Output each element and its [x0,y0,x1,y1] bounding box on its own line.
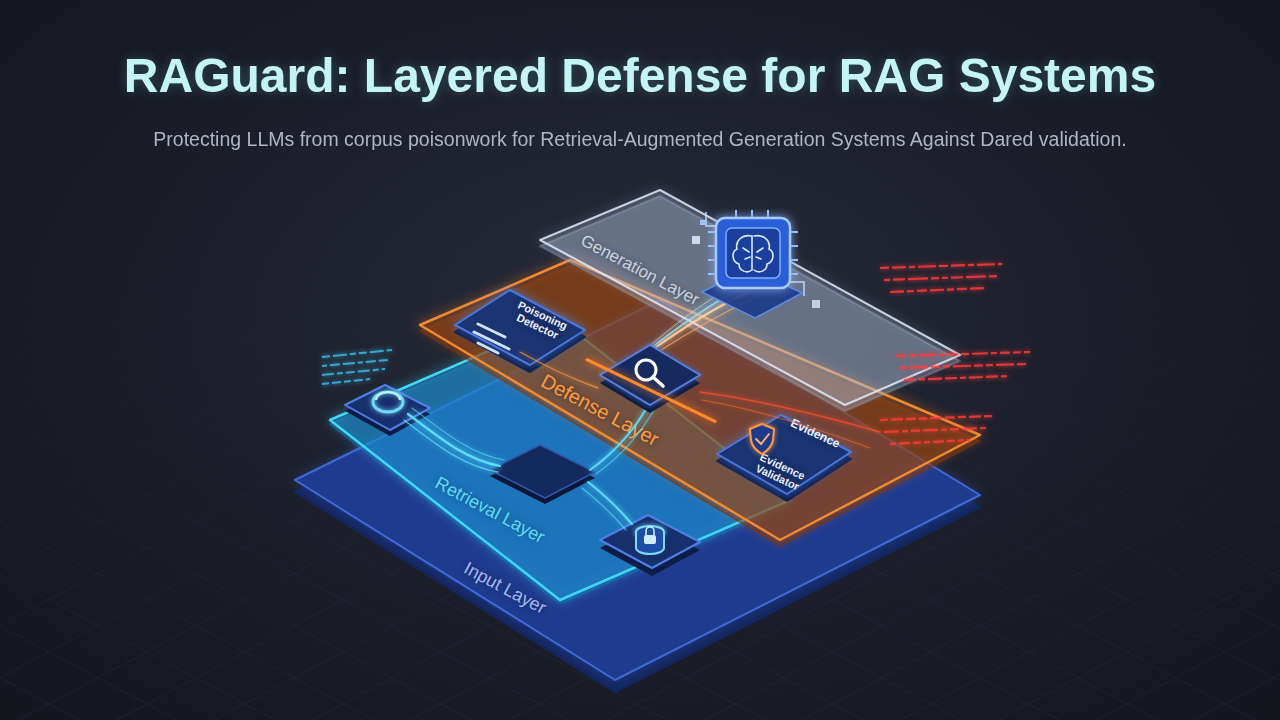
diagram-title: RAGuard: Layered Defense for RAG Systems [0,48,1280,103]
validator-card: EvidenceEvidence Validator [715,412,853,497]
attack-marks [890,288,985,292]
magnifier-card [653,377,663,386]
attack-marks [884,276,998,280]
diagram-caption: Protecting LLMs from corpus poisonwork f… [40,128,1240,151]
grid-lines [0,200,1280,720]
model-chip [812,300,820,308]
model-chip [733,236,773,272]
data-marks [322,360,388,366]
secure-database-card [644,535,656,544]
data-marks [322,369,385,375]
shield-icon [756,434,769,444]
model-chip [733,236,752,272]
grid-lines [0,200,1280,720]
model-chip [700,220,705,225]
model-chip [743,248,763,259]
database-card [376,392,400,400]
model-chip [706,212,804,296]
layer-surface [295,300,980,680]
detector-card: Poisoning Detector [455,288,587,368]
secure-database-card [646,527,654,535]
model-chip [692,236,700,244]
attack-marks [880,264,1002,268]
data-marks [322,350,392,357]
data-marks [322,350,392,384]
layer-surface [455,290,585,365]
grid-lines [0,200,1280,720]
database-card [373,392,403,412]
model-chip [754,236,773,272]
secure-database-card [636,532,664,554]
data-marks [322,379,370,384]
model-chip [726,228,780,278]
model-chip [716,218,790,288]
